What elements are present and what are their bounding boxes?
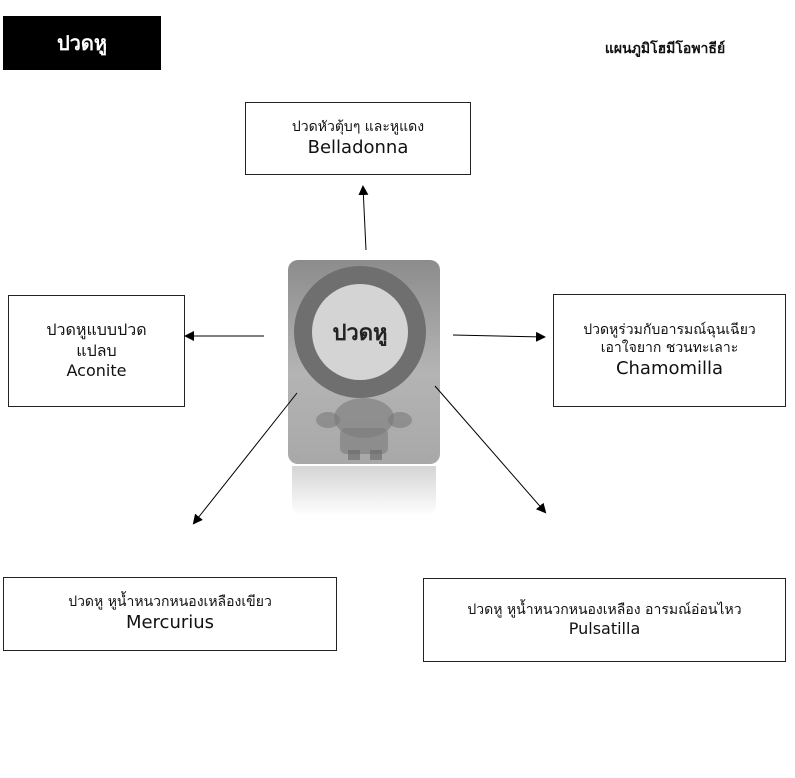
box-pulsatilla: ปวดหู หูน้ำหนวกหนองเหลือง อารมณ์อ่อนไหว … bbox=[423, 578, 786, 662]
child-figure-icon bbox=[316, 398, 412, 460]
symptom-text: ปวดหัวตุ้บๆ และหูแดง bbox=[291, 118, 425, 135]
arrow-to-mercurius bbox=[192, 392, 298, 525]
ear-pain-ring: ปวดหู bbox=[294, 266, 426, 398]
remedy-name: Chamomilla bbox=[615, 357, 724, 379]
center-ear-pain-card: ปวดหู bbox=[288, 260, 440, 464]
box-aconite: ปวดหูแบบปวด แปลบ Aconite bbox=[8, 295, 185, 407]
ear-pain-disc: ปวดหู bbox=[312, 284, 408, 380]
box-mercurius: ปวดหู หูน้ำหนวกหนองเหลืองเขียว Mercurius bbox=[3, 577, 337, 651]
header-label: ปวดหู bbox=[3, 16, 161, 70]
symptom-text: ปวดหู หูน้ำหนวกหนองเหลืองเขียว bbox=[68, 594, 272, 611]
symptom-line1: ปวดหูแบบปวด bbox=[46, 319, 147, 339]
box-chamomilla: ปวดหูร่วมกับอารมณ์ฉุนเฉียว เอาใจยาก ชวนท… bbox=[553, 294, 786, 407]
remedy-name: Aconite bbox=[66, 361, 127, 381]
remedy-name: Mercurius bbox=[125, 612, 215, 634]
arrow-to-pulsatilla bbox=[434, 385, 547, 514]
symptom-text: ปวดหู หูน้ำหนวกหนองเหลือง อารมณ์อ่อนไหว bbox=[467, 601, 742, 618]
symptom-line1: ปวดหูร่วมกับอารมณ์ฉุนเฉียว bbox=[583, 321, 756, 338]
card-reflection bbox=[292, 466, 436, 516]
symptom-line2: แปลบ bbox=[76, 340, 117, 360]
center-label: ปวดหู bbox=[332, 320, 388, 346]
box-belladonna: ปวดหัวตุ้บๆ และหูแดง Belladonna bbox=[245, 102, 471, 175]
arrow-to-chamomilla bbox=[452, 331, 546, 342]
chart-title: แผนภูมิโฮมีโอพาธีย์ bbox=[604, 41, 726, 57]
remedy-name: Pulsatilla bbox=[568, 618, 641, 638]
arrow-to-belladonna bbox=[358, 185, 369, 251]
remedy-name: Belladonna bbox=[307, 136, 409, 158]
symptom-line2: เอาใจยาก ชวนทะเลาะ bbox=[600, 339, 739, 356]
